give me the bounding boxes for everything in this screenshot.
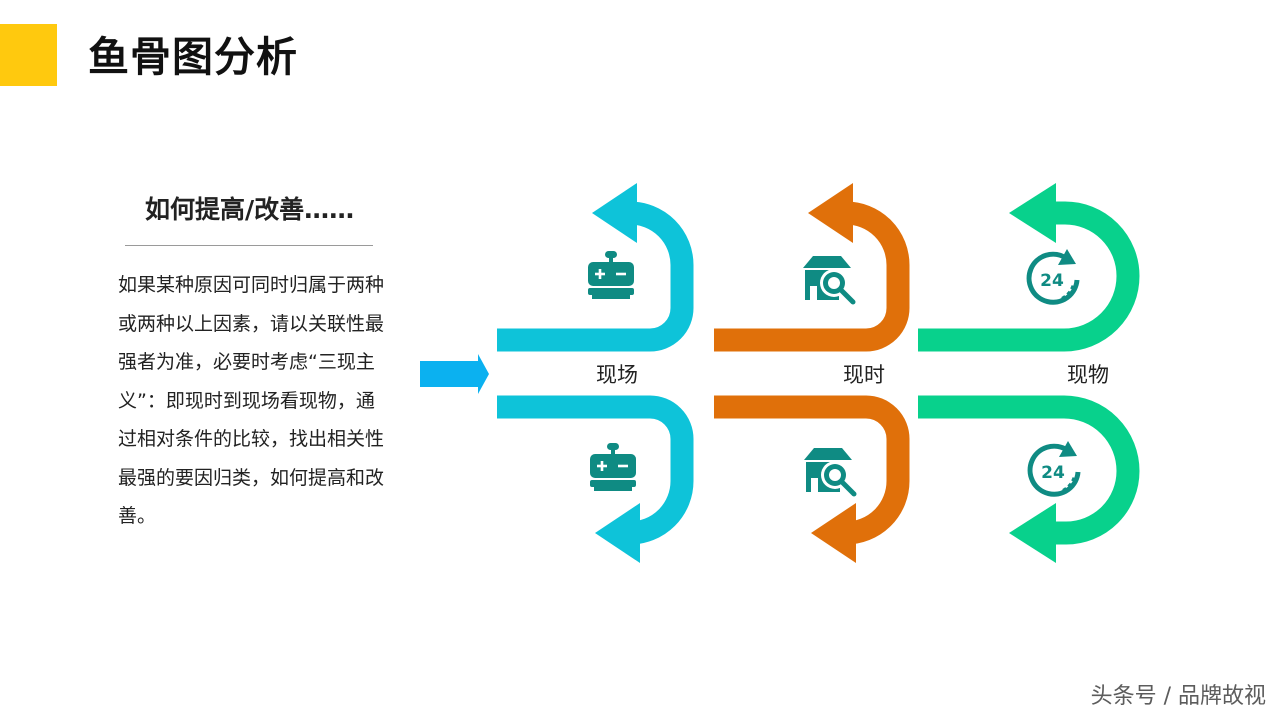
label-actual-object: 现物 — [1067, 363, 1109, 387]
upper-bone-arrow-1 — [497, 201, 694, 352]
upper-arrowhead-3 — [1009, 183, 1056, 243]
icon-24-text: 24 — [1041, 463, 1065, 483]
upper-arrowhead-1 — [592, 183, 637, 243]
upper-arrowhead-2 — [808, 183, 853, 243]
lower-bone-arrow-2 — [714, 395, 910, 545]
lower-bone-arrow-3 — [918, 395, 1140, 545]
label-realtime: 现时 — [843, 363, 885, 387]
title-accent-bar — [0, 24, 57, 86]
scale-icon — [590, 443, 636, 491]
cause-group-1 — [497, 183, 694, 563]
icon-24-text: 24 — [1040, 271, 1064, 291]
24-hour-icon: 24 — [1026, 249, 1080, 305]
scale-icon — [588, 251, 634, 299]
lower-bone-arrow-1 — [497, 395, 694, 545]
watermark: 头条号 / 品牌故视 — [1090, 684, 1266, 709]
page-title: 鱼骨图分析 — [88, 33, 298, 81]
upper-bone-arrow-3 — [918, 201, 1140, 352]
subtitle-divider — [125, 245, 373, 246]
shop-search-icon — [803, 256, 856, 305]
cause-group-2 — [714, 183, 910, 563]
lower-arrowhead-2 — [811, 503, 856, 563]
cause-group-3 — [918, 183, 1140, 563]
input-arrow — [420, 354, 489, 394]
upper-bone-arrow-2 — [714, 201, 910, 352]
description-text: 如果某种原因可同时归属于两种或两种以上因素，请以关联性最强者为准，必要时考虑“三… — [118, 274, 385, 527]
section-subtitle: 如何提高/改善…… — [145, 195, 355, 224]
shop-search-icon — [804, 448, 857, 497]
label-onsite: 现场 — [596, 363, 638, 387]
24-hour-icon: 24 — [1027, 441, 1081, 497]
lower-arrowhead-1 — [595, 503, 640, 563]
lower-arrowhead-3 — [1009, 503, 1056, 563]
